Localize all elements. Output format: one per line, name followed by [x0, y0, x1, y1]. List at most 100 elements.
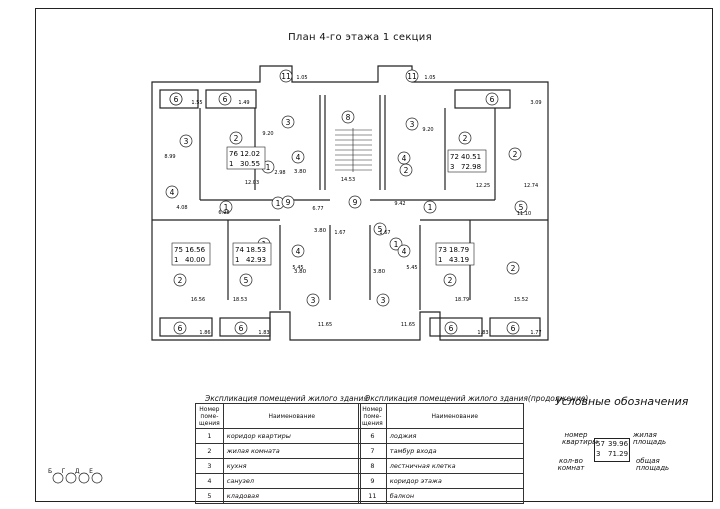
room-marker-circle: [281, 115, 295, 129]
room-marker: 2: [404, 166, 409, 175]
room-marker: 8: [346, 113, 351, 122]
room-marker: 5: [519, 203, 524, 212]
room-marker-circle: [291, 244, 305, 258]
cell-name: коридор этажа: [385, 473, 524, 489]
room-marker-circle: [373, 222, 387, 236]
apartment-value: 1: [229, 160, 233, 168]
legend-title: Условные обозначения: [555, 395, 689, 408]
room-marker-circle: [219, 200, 233, 214]
area-label: 5.45: [292, 265, 303, 271]
room-marker: 4: [402, 154, 407, 163]
room-marker: 9: [353, 198, 358, 207]
cell-no: 9: [358, 473, 387, 489]
axis-bubbles: [52, 472, 103, 484]
room-marker-circle: [173, 273, 187, 287]
apartment-value: 40.51: [461, 153, 481, 161]
room-marker: 1: [394, 240, 399, 249]
area-label: 1.05: [296, 75, 307, 81]
room-marker: 11: [281, 72, 291, 81]
legend-total-area-label: общая площадь: [636, 457, 670, 472]
apartment-value: 18.79: [449, 246, 469, 254]
legend-sample-rooms: 3: [596, 450, 601, 458]
room-marker: 6: [223, 95, 228, 104]
cell-name: санузел: [222, 473, 361, 489]
room-marker-circle: [389, 237, 403, 251]
cell-name: балкон: [385, 488, 524, 504]
room-marker-circle: [229, 131, 243, 145]
apartment-value: 42.93: [246, 256, 266, 264]
room-marker-circle: [399, 163, 413, 177]
loggia-bottom-3: [429, 317, 483, 337]
room-marker: 6: [174, 95, 179, 104]
apartment-value: 43.19: [449, 256, 469, 264]
room-marker: 5: [244, 276, 249, 285]
cell-no: 3: [195, 458, 224, 474]
legend-sample-living: 39.96: [608, 440, 629, 448]
apartment-value: 75: [174, 246, 183, 254]
room-marker-circle: [444, 321, 458, 335]
cell-name: лоджия: [385, 428, 524, 444]
room-marker-circle: [405, 69, 419, 83]
apartment-value: 18.53: [246, 246, 266, 254]
area-label: 2.98: [274, 170, 285, 176]
room-marker-circle: [234, 321, 248, 335]
area-label: 12.03: [245, 180, 259, 186]
cell-no: 6: [358, 428, 387, 444]
room-labels: 1111666632383221441199153.803.8022551122…: [165, 69, 528, 335]
room-marker-circle: [506, 321, 520, 335]
room-marker-circle: [279, 69, 293, 83]
legend-rooms-label: кол-во комнат: [557, 457, 585, 472]
area-label: 11.65: [401, 322, 415, 328]
area-label: 9.20: [262, 131, 273, 137]
apartment-value: 30.55: [240, 160, 260, 168]
cell-name: кладовая: [222, 488, 361, 504]
axis-labels: Б Г Д Е: [48, 468, 93, 475]
room-marker-circle: [485, 92, 499, 106]
stair-flight: [335, 128, 372, 172]
room-marker: 6: [449, 324, 454, 333]
room-marker-circle: [376, 293, 390, 307]
area-label: 1.83: [477, 330, 488, 336]
area-label: 12.25: [476, 183, 490, 189]
loggia-bottom-4: [489, 317, 541, 337]
room-marker: 3.80: [373, 269, 386, 275]
room-marker: 6: [178, 324, 183, 333]
room-marker: 6: [490, 95, 495, 104]
room-marker: 6: [239, 324, 244, 333]
area-label: 18.79: [455, 297, 469, 303]
room-marker-circle: [405, 117, 419, 131]
area-label: 1.83: [258, 330, 269, 336]
apartment-value: 12.02: [240, 150, 260, 158]
table-right-caption: Экспликация помещений жилого здания(прод…: [365, 394, 589, 403]
room-marker-circle: [508, 147, 522, 161]
area-label: 12.74: [524, 183, 538, 189]
area-label: 11.10: [517, 211, 531, 217]
room-marker: 4: [296, 247, 301, 256]
apartment-box: [447, 149, 487, 173]
area-label: 16.56: [191, 297, 205, 303]
room-marker-circle: [458, 131, 472, 145]
room-marker-circle: [348, 195, 362, 209]
room-marker: 3: [184, 137, 189, 146]
apartment-value: 40.00: [185, 256, 205, 264]
room-marker-circle: [306, 293, 320, 307]
area-label: 15.52: [514, 297, 528, 303]
cell-no: 2: [195, 443, 224, 459]
apartment-box: [226, 146, 266, 170]
loggia-top-1: [159, 89, 199, 109]
cell-name: кухня: [222, 458, 361, 474]
room-marker-circle: [506, 261, 520, 275]
area-label: 8.99: [164, 154, 175, 160]
apartment-value: 16.56: [185, 246, 206, 254]
room-marker: 3: [410, 120, 415, 129]
cell-no: 4: [195, 473, 224, 489]
